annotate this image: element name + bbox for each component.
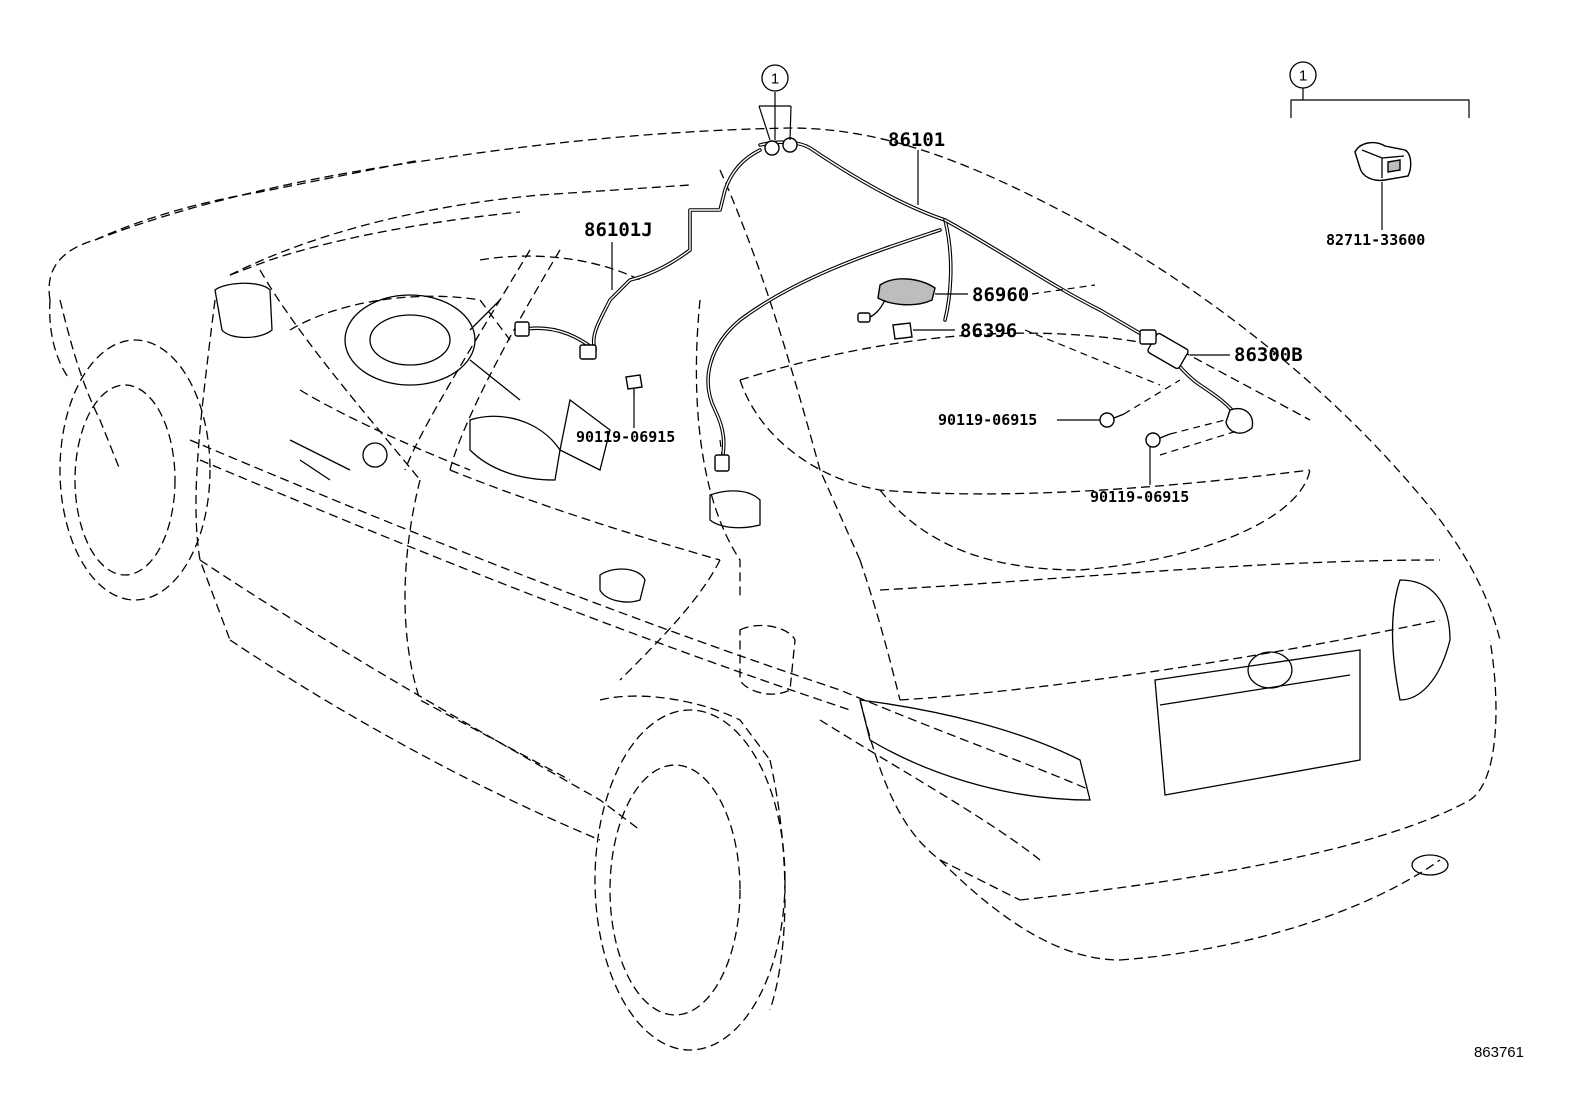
label-86101: 86101 <box>888 129 945 151</box>
label-86300B: 86300B <box>1234 344 1303 366</box>
callout-ref-top: 1 <box>761 64 789 92</box>
leader-lines <box>611 88 1470 485</box>
callout-ref-kit: 1 <box>1289 61 1317 89</box>
screw-middle <box>1099 412 1125 428</box>
clamp-82711-icon <box>1354 141 1412 182</box>
interior-outline <box>289 255 641 481</box>
rear-details <box>859 579 1451 876</box>
label-86960: 86960 <box>972 284 1029 306</box>
front-wheel <box>59 339 211 601</box>
screw-left <box>625 374 643 398</box>
label-82711-33600: 82711-33600 <box>1326 231 1425 249</box>
label-86396: 86396 <box>960 320 1017 342</box>
figure-number: 863761 <box>1474 1044 1524 1061</box>
label-screw-left: 90119-06915 <box>576 428 675 446</box>
rear-wheel <box>594 709 786 1051</box>
screw-right <box>1145 432 1171 448</box>
label-86101J: 86101J <box>584 219 653 241</box>
ref-number-kit: 1 <box>1299 68 1307 85</box>
car-body-outline <box>48 127 1501 1011</box>
antenna-cord-harness <box>514 137 1254 472</box>
antenna-pad-86396 <box>892 322 913 340</box>
ref-number-top: 1 <box>771 71 779 88</box>
roof-antenna-86960 <box>857 278 936 323</box>
label-screw-right: 90119-06915 <box>1090 488 1189 506</box>
label-screw-middle: 90119-06915 <box>938 411 1037 429</box>
body-details <box>214 282 796 695</box>
